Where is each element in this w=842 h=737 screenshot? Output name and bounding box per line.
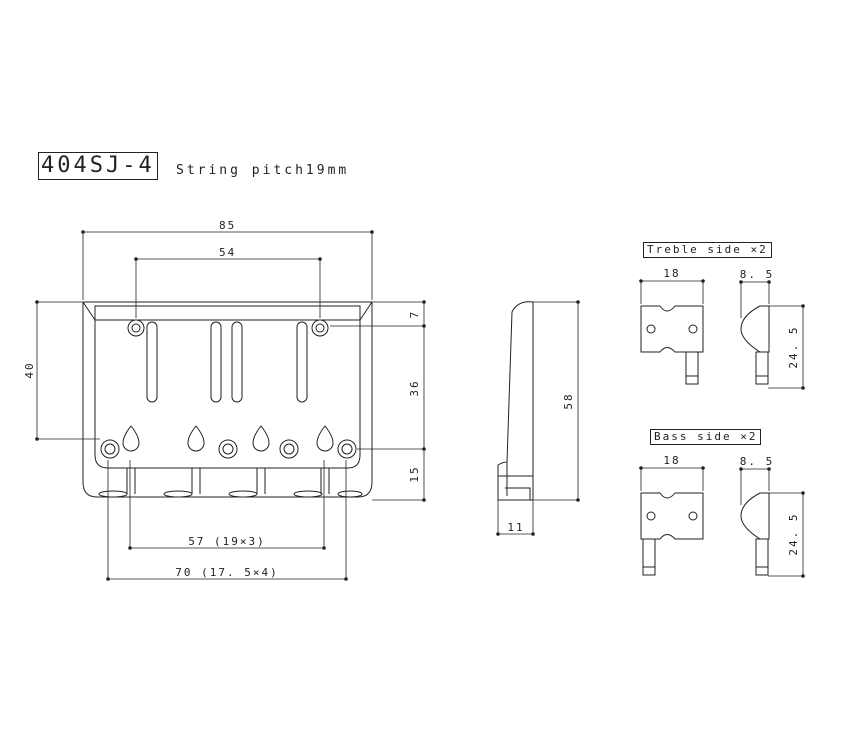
- string-pitch-subtitle: String pitch19mm: [176, 163, 350, 178]
- saddle-screw-2: [219, 440, 237, 458]
- dim-screw-spacing: 54: [219, 246, 236, 259]
- mount-screw-right: [312, 320, 328, 336]
- saddle-drop-2: [188, 426, 204, 451]
- side-dimension-lines: [498, 302, 578, 534]
- mount-screw-left: [128, 320, 144, 336]
- saddle-drop-4: [317, 426, 333, 451]
- dim-top-offset: 7: [408, 310, 421, 319]
- dim-side-height: 58: [562, 392, 575, 409]
- treble-dimension-lines: [641, 281, 803, 388]
- dim-bass-height: 24. 5: [787, 512, 800, 555]
- slot-3: [232, 322, 242, 402]
- dimension-dots: [35, 230, 805, 581]
- treble-saddle-side: [741, 306, 769, 384]
- front-view: [83, 302, 372, 498]
- dim-outer-spread: 70 (17. 5×4): [175, 566, 278, 579]
- dim-side-depth: 11: [507, 521, 524, 534]
- model-title: 404SJ-4: [38, 152, 158, 180]
- dim-treble-depth: 8. 5: [740, 268, 775, 281]
- dim-string-spread: 57 (19×3): [188, 535, 266, 548]
- bridge-plate-outline: [83, 302, 372, 497]
- bass-dimension-lines: [641, 468, 803, 576]
- slot-2: [211, 322, 221, 402]
- front-dimension-lines: [37, 232, 424, 579]
- bridge-plate-inner: [95, 306, 360, 468]
- saddle-drop-1: [123, 426, 139, 451]
- bass-saddle-side: [741, 493, 769, 575]
- saddle-screw-3: [280, 440, 298, 458]
- dim-screw-to-saddle: 36: [408, 379, 421, 396]
- bass-saddle-front: [641, 493, 703, 575]
- side-profile: [498, 302, 533, 500]
- treble-side-label: Treble side ×2: [643, 242, 772, 258]
- bass-side-label: Bass side ×2: [650, 429, 762, 445]
- saddle-drop-3: [253, 426, 269, 451]
- dim-overall-height: 40: [23, 361, 36, 378]
- dim-treble-width: 18: [663, 267, 680, 280]
- treble-saddle-front: [641, 306, 703, 384]
- slot-4: [297, 322, 307, 402]
- saddle-screw-4: [338, 440, 356, 458]
- slot-1: [147, 322, 157, 402]
- saddle-screw-1: [101, 440, 119, 458]
- dim-overall-width: 85: [219, 219, 236, 232]
- dim-saddle-height: 15: [408, 465, 421, 482]
- side-view: [498, 302, 533, 500]
- dim-bass-depth: 8. 5: [740, 455, 775, 468]
- dim-bass-width: 18: [663, 454, 680, 467]
- dim-treble-height: 24. 5: [787, 325, 800, 368]
